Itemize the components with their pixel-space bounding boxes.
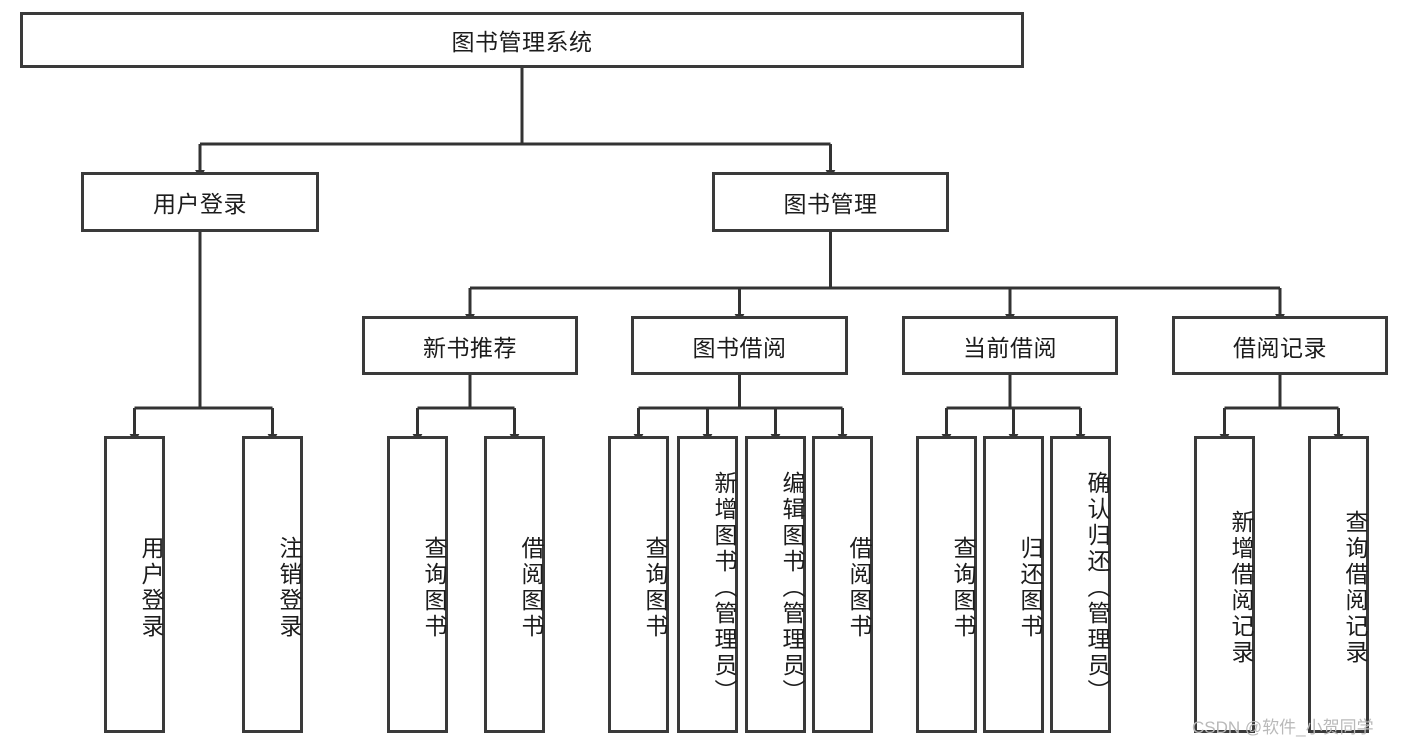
node-leaf-borrow-book-rec[interactable]: 借阅图书 [484, 436, 545, 733]
node-label: 新增图书（管理员） [711, 470, 737, 705]
node-leaf-confirm-return[interactable]: 确认归还（管理员） [1050, 436, 1111, 733]
node-leaf-add-record[interactable]: 新增借阅记录 [1194, 436, 1255, 733]
node-label: 查询图书 [642, 535, 668, 640]
node-label: 注销登录 [276, 535, 302, 640]
node-label: 借阅记录 [1233, 334, 1327, 361]
node-label: 当前借阅 [963, 334, 1057, 361]
node-leaf-query-record[interactable]: 查询借阅记录 [1308, 436, 1369, 733]
node-leaf-query-book-rec[interactable]: 查询图书 [387, 436, 448, 733]
node-book-manage[interactable]: 图书管理 [712, 172, 949, 232]
node-book-borrow[interactable]: 图书借阅 [631, 316, 848, 375]
node-borrow-record[interactable]: 借阅记录 [1172, 316, 1388, 375]
node-label: 新增借阅记录 [1228, 509, 1254, 666]
watermark-text: CSDN @软件_小贺同学 [1192, 718, 1374, 737]
node-leaf-borrow-book[interactable]: 借阅图书 [812, 436, 873, 733]
node-label: 借阅图书 [518, 535, 544, 640]
node-leaf-query-book-current[interactable]: 查询图书 [916, 436, 977, 733]
node-leaf-logout[interactable]: 注销登录 [242, 436, 303, 733]
node-leaf-query-book-borrow[interactable]: 查询图书 [608, 436, 669, 733]
connector-group [129, 68, 1344, 443]
node-leaf-user-login[interactable]: 用户登录 [104, 436, 165, 733]
node-label: 查询图书 [950, 535, 976, 640]
node-label: 用户登录 [138, 535, 164, 640]
node-label: 图书借阅 [692, 334, 787, 361]
node-label: 图书管理 [783, 191, 878, 217]
node-label: 图书管理系统 [451, 29, 593, 55]
node-label: 用户登录 [153, 191, 247, 217]
node-leaf-edit-book[interactable]: 编辑图书（管理员） [745, 436, 806, 733]
node-label: 确认归还（管理员） [1084, 470, 1110, 705]
node-label: 查询借阅记录 [1342, 509, 1368, 666]
node-current-borrow[interactable]: 当前借阅 [902, 316, 1118, 375]
node-label: 归还图书 [1017, 535, 1043, 640]
node-new-book-rec[interactable]: 新书推荐 [362, 316, 578, 375]
node-label: 借阅图书 [846, 535, 872, 640]
node-leaf-return-book[interactable]: 归还图书 [983, 436, 1044, 733]
node-user-login[interactable]: 用户登录 [81, 172, 319, 232]
node-label: 新书推荐 [423, 334, 517, 361]
node-label: 查询图书 [421, 535, 447, 640]
node-label: 编辑图书（管理员） [779, 470, 805, 705]
node-root[interactable]: 图书管理系统 [20, 12, 1024, 68]
node-leaf-add-book[interactable]: 新增图书（管理员） [677, 436, 738, 733]
